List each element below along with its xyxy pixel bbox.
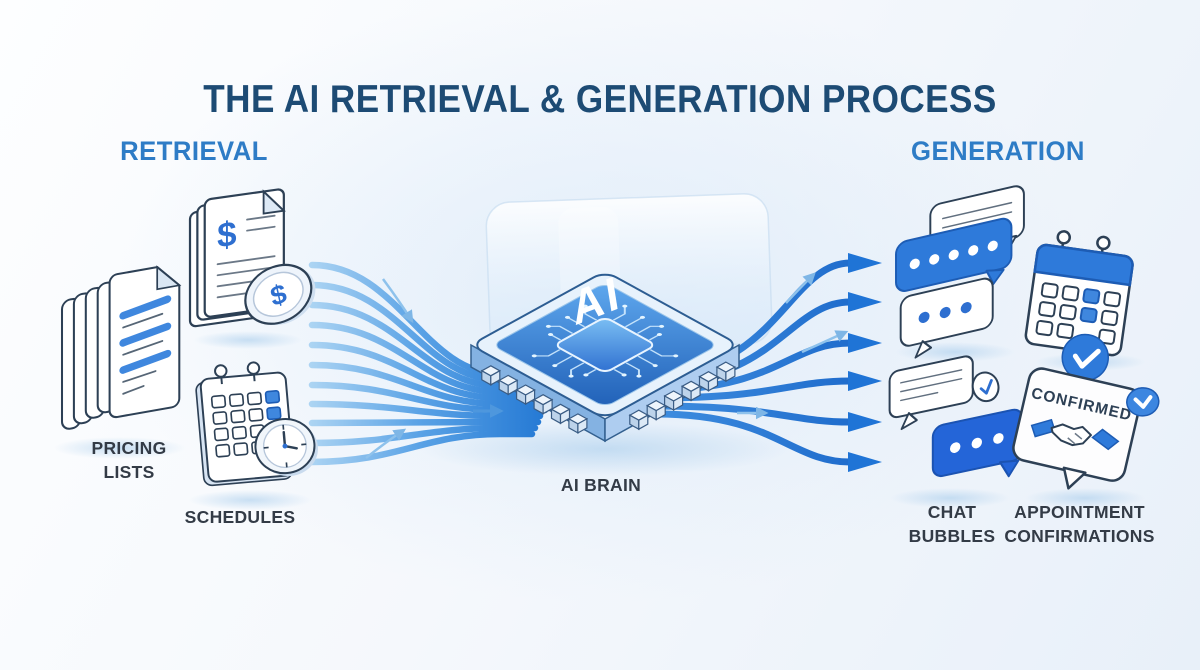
dollar-sign: $	[217, 214, 237, 256]
confirmed-badge-icon: CONFIRMED	[1012, 367, 1160, 490]
coin-icon: $	[244, 263, 316, 326]
retrieval-heading: RETRIEVAL	[120, 136, 268, 166]
ai-brain-label: AI BRAIN	[560, 475, 642, 495]
circuit-vias	[531, 304, 679, 378]
ai-chip-icon: AI	[470, 265, 740, 443]
generation-heading: GENERATION	[911, 136, 1085, 166]
flow-lines-left	[308, 261, 549, 466]
dollar-document-icon: $ $	[188, 188, 316, 328]
document-stack-icon	[60, 265, 182, 430]
check-circle-icon	[1126, 387, 1160, 417]
handshake-icon	[1030, 418, 1120, 451]
calendar-clock-icon	[195, 361, 319, 487]
coin-dollar-sign: $	[268, 277, 290, 312]
clock-icon	[254, 417, 319, 477]
chat-check-icon	[888, 355, 1024, 478]
chat-bubbles-label: CHAT BUBBLES	[908, 502, 996, 546]
appointment-confirmations-label: APPOINTMENT CONFIRMATIONS	[1004, 502, 1155, 546]
circuit-traces	[534, 306, 676, 377]
pricing-lists-label: PRICING LISTS	[91, 438, 167, 482]
schedules-label: SCHEDULES	[184, 507, 296, 527]
check-circle-icon	[971, 371, 1000, 403]
direction-arrows	[365, 272, 849, 459]
chat-bubbles-icon	[895, 185, 1025, 359]
page-title: THE AI RETRIEVAL & GENERATION PROCESS	[203, 78, 997, 122]
